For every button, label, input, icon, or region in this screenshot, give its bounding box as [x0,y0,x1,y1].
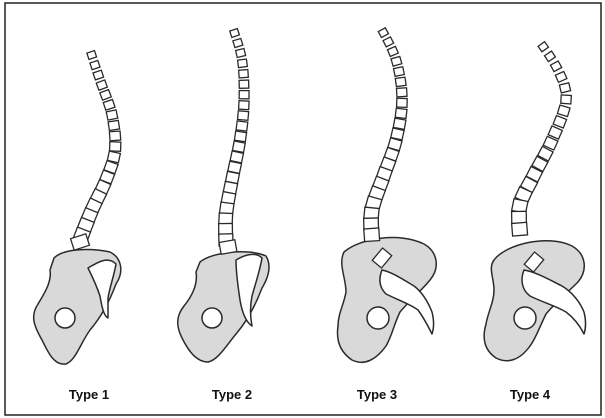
vertebra [232,141,245,152]
vertebra [233,38,243,47]
vertebra [108,120,119,130]
vertebra-lumbosacral [219,240,237,255]
vertebra [236,49,246,58]
vertebra [110,142,121,152]
vertebra [559,83,570,93]
vertebra [397,98,408,107]
vertebra [393,118,406,129]
vertebra [238,111,249,121]
vertebra [512,222,528,236]
vertebra [239,70,249,78]
caption-type-1: Type 1 [69,387,109,402]
vertebra [395,108,407,118]
vertebra [394,67,405,77]
vertebra [395,77,406,86]
vertebra [364,228,380,242]
vertebra [109,131,120,141]
vertebra [239,101,250,110]
vertebra [396,88,407,97]
vertebra [238,59,248,68]
vertebra [106,110,118,120]
vertebra [234,131,246,142]
vertebra [239,91,249,99]
caption-type-2: Type 2 [212,387,252,402]
vertebra [236,121,248,131]
vertebra [561,95,572,104]
vertebra [239,80,249,88]
vertebra [391,56,402,66]
caption-type-4: Type 4 [510,387,551,402]
caption-type-3: Type 3 [357,387,397,402]
